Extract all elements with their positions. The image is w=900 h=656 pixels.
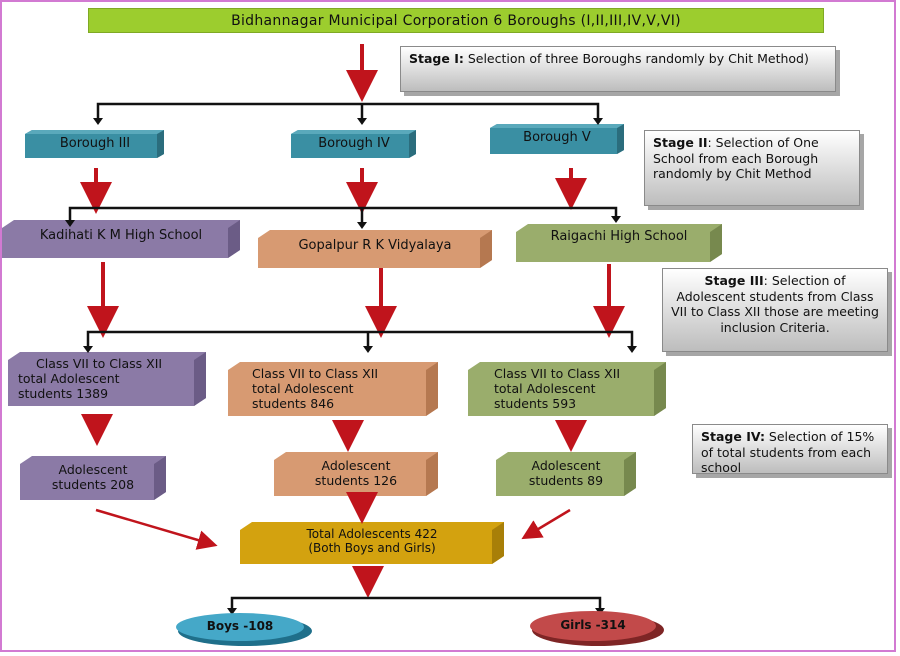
ado-2-line-2: students 126	[314, 473, 398, 488]
boys-label: Boys -108	[206, 619, 274, 633]
ado-2-line-1: Adolescent	[321, 458, 391, 473]
ado-1-line-2: students 208	[51, 477, 135, 492]
borough-iv-shape	[291, 130, 416, 158]
stage-1-box: Stage I: Selection of three Boroughs ran…	[400, 46, 836, 92]
class-1-line-2: total Adolescent	[18, 371, 120, 386]
school-3-label: Raigachi High School	[550, 229, 688, 244]
total-line-1: Total Adolescents 422	[306, 527, 438, 541]
ado-1-label: Adolescent students 208	[32, 462, 154, 492]
stage-2-label: Stage II	[653, 135, 708, 150]
girls-label: Girls -314	[560, 618, 626, 632]
red-diagonal-arrows	[95, 508, 571, 550]
class-1-shape	[8, 352, 206, 406]
stage-4-text: Selection of 15% of total students from …	[701, 429, 875, 475]
class-2-line-2: total Adolescent	[252, 381, 354, 396]
school-2-shape	[258, 230, 492, 268]
borough-iv-label: Borough IV	[318, 136, 390, 151]
stage-3-box: Stage III: Selection of Adolescent stude…	[662, 268, 888, 352]
class-3-line-2: total Adolescent	[494, 381, 596, 396]
school-1-label: Kadihati K M High School	[39, 228, 203, 243]
ado-3-line-1: Adolescent	[531, 458, 601, 473]
stage-4-label: Stage IV:	[701, 429, 765, 444]
ado-1-shape	[20, 456, 166, 500]
ado-1-line-1: Adolescent	[58, 462, 128, 477]
school-3-shape	[516, 224, 722, 262]
ado-3-shape	[496, 452, 636, 496]
ado-3-label: Adolescent students 89	[508, 458, 624, 488]
girls-ellipse-shape	[530, 611, 664, 646]
diagram-title: Bidhannagar Municipal Corporation 6 Boro…	[88, 8, 824, 33]
school-1-shape	[2, 220, 240, 258]
class-2-label: Class VII to Class XII total Adolescent …	[252, 366, 432, 411]
stage-4-box: Stage IV: Selection of 15% of total stud…	[692, 424, 888, 475]
stage-3-text: : Selection of Adolescent students from …	[671, 273, 879, 335]
ado-2-shape	[274, 452, 438, 496]
borough-iii-label: Borough III	[59, 136, 131, 151]
black-connectors	[68, 102, 634, 608]
stage-1-label: Stage I:	[409, 51, 464, 66]
class-2-shape	[228, 362, 438, 416]
class-2-line-1: Class VII to Class XII	[252, 366, 379, 381]
class-3-line-3: students 593	[494, 396, 577, 411]
red-arrows	[80, 44, 625, 598]
stage-2-text: : Selection of One School from each Boro…	[653, 135, 819, 181]
borough-v-shape	[490, 124, 624, 154]
class-1-line-3: students 1389	[18, 386, 109, 401]
ado-3-line-2: students 89	[528, 473, 604, 488]
class-3-shape	[468, 362, 666, 416]
borough-v-label: Borough V	[523, 130, 591, 145]
class-3-label: Class VII to Class XII total Adolescent …	[494, 366, 658, 411]
stage-3-label: Stage III	[704, 273, 764, 288]
total-label: Total Adolescents 422 (Both Boys and Gir…	[252, 527, 492, 555]
boys-ellipse-shape	[176, 613, 312, 646]
class-2-line-3: students 846	[252, 396, 335, 411]
stage-1-text: Selection of three Boroughs randomly by …	[463, 51, 809, 66]
class-3-line-1: Class VII to Class XII	[494, 366, 621, 381]
total-line-2: (Both Boys and Girls)	[308, 541, 436, 555]
class-1-line-1: Class VII to Class XII	[36, 356, 163, 371]
borough-iii-shape	[25, 130, 164, 158]
total-shape	[240, 522, 504, 564]
class-1-label: Class VII to Class XII total Adolescent …	[18, 356, 198, 401]
school-2-label: Gopalpur R K Vidyalaya	[298, 238, 452, 253]
ado-2-label: Adolescent students 126	[286, 458, 426, 488]
stage-2-box: Stage II: Selection of One School from e…	[644, 130, 860, 206]
